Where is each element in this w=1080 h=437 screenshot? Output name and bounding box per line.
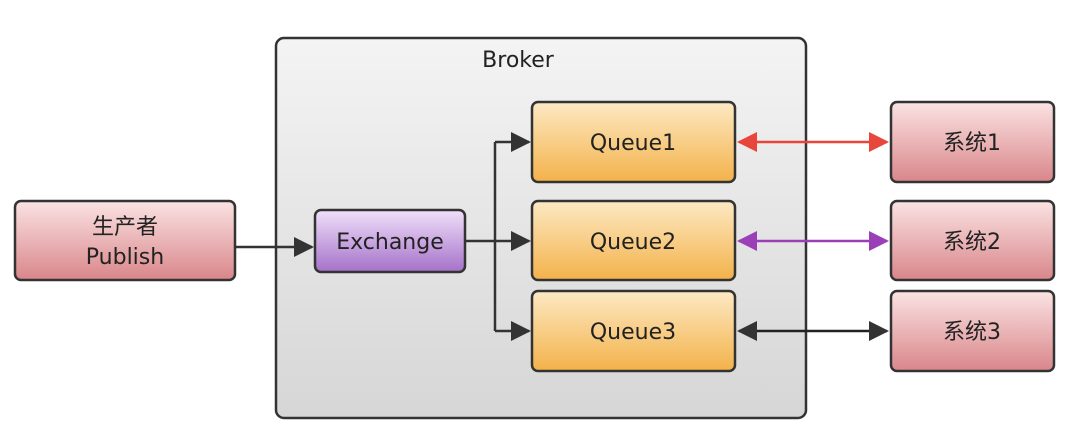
producer-node: 生产者 Publish bbox=[13, 199, 237, 282]
exchange-node: Exchange bbox=[313, 208, 467, 274]
system1-node: 系统1 bbox=[889, 100, 1056, 184]
system3-node: 系统3 bbox=[889, 289, 1056, 373]
producer-label-cn: 生产者 bbox=[92, 215, 158, 240]
system1-label: 系统1 bbox=[943, 131, 1001, 156]
queue2-label: Queue2 bbox=[590, 230, 676, 255]
producer-label-en: Publish bbox=[86, 245, 164, 270]
queue3-node: Queue3 bbox=[530, 289, 737, 373]
system2-label: 系统2 bbox=[943, 230, 1001, 255]
queue3-label: Queue3 bbox=[590, 320, 676, 345]
queue2-node: Queue2 bbox=[530, 199, 737, 282]
system3-label: 系统3 bbox=[943, 320, 1001, 345]
exchange-label: Exchange bbox=[336, 230, 444, 255]
system2-node: 系统2 bbox=[889, 199, 1056, 282]
queue1-label: Queue1 bbox=[590, 131, 676, 156]
broker-label: Broker bbox=[482, 48, 555, 73]
queue1-node: Queue1 bbox=[530, 100, 737, 184]
exchange-routing bbox=[466, 132, 531, 341]
